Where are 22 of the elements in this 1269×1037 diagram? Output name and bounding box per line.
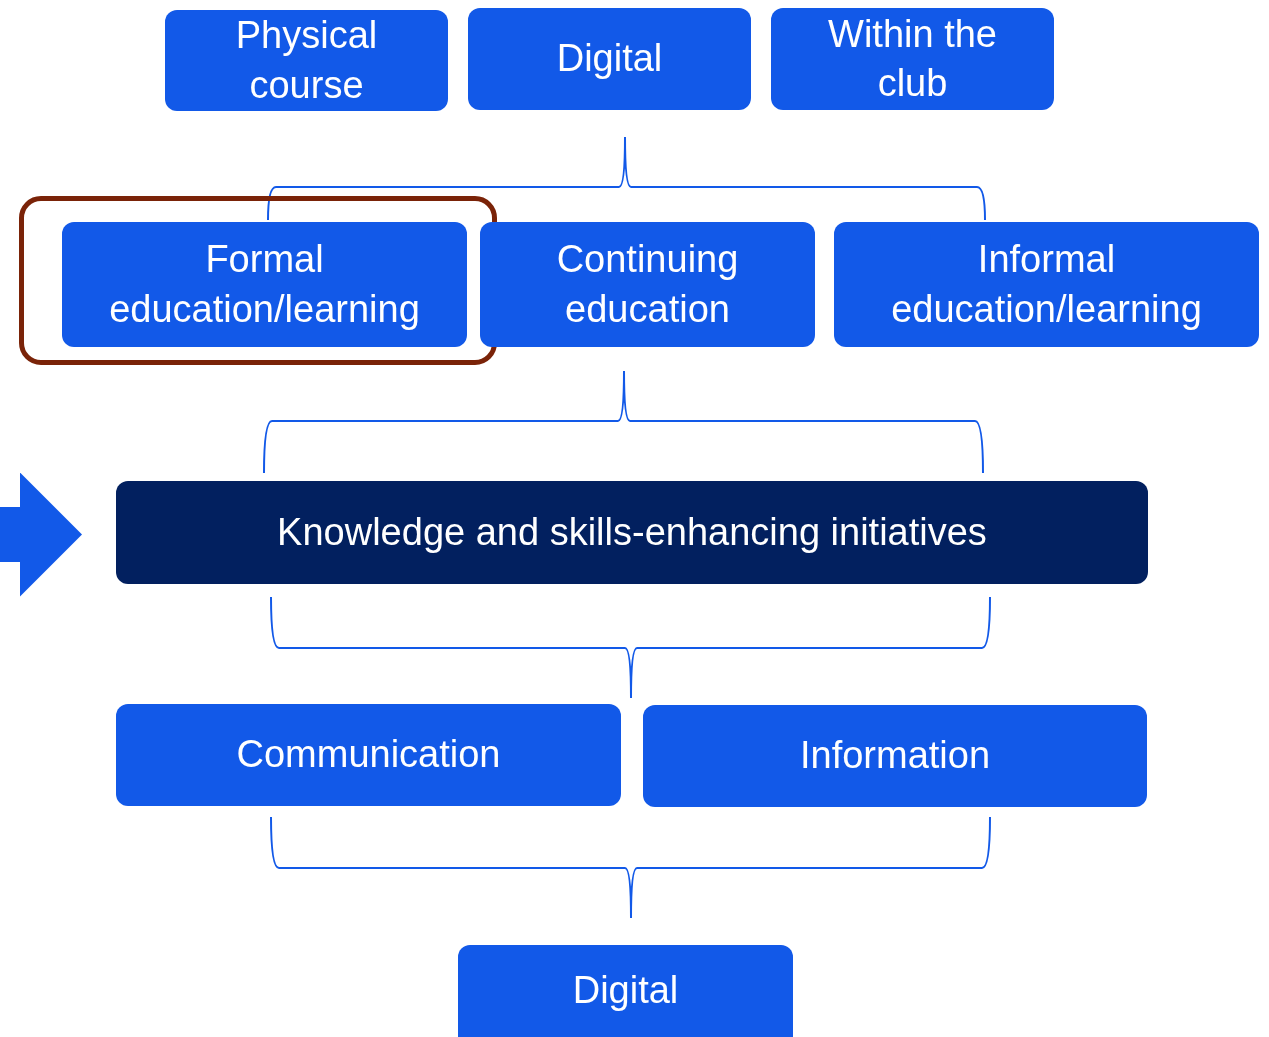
process-box — [458, 945, 793, 1037]
box-label: Information — [798, 733, 992, 779]
box-label: Within the club — [827, 11, 998, 106]
process-box — [643, 705, 1147, 807]
box-label: Informal education/learning — [890, 237, 1203, 332]
highlight-frame — [19, 196, 497, 365]
process-box — [116, 481, 1148, 584]
process-box — [771, 8, 1054, 110]
box-label: Digital — [555, 36, 664, 82]
process-box — [62, 222, 467, 347]
box-label: Formal education/learning — [108, 237, 421, 332]
box-label: Continuing education — [555, 237, 740, 332]
box-label: Knowledge and skills-enhancing initiatives — [276, 509, 988, 555]
arrow — [0, 472, 82, 597]
process-box — [165, 10, 448, 111]
process-box — [834, 222, 1259, 347]
box-label: Communication — [235, 732, 502, 778]
process-box — [116, 704, 621, 806]
box-label: Digital — [571, 968, 680, 1014]
process-box — [468, 8, 751, 110]
box-label: Physical course — [234, 13, 379, 108]
process-box — [480, 222, 815, 347]
